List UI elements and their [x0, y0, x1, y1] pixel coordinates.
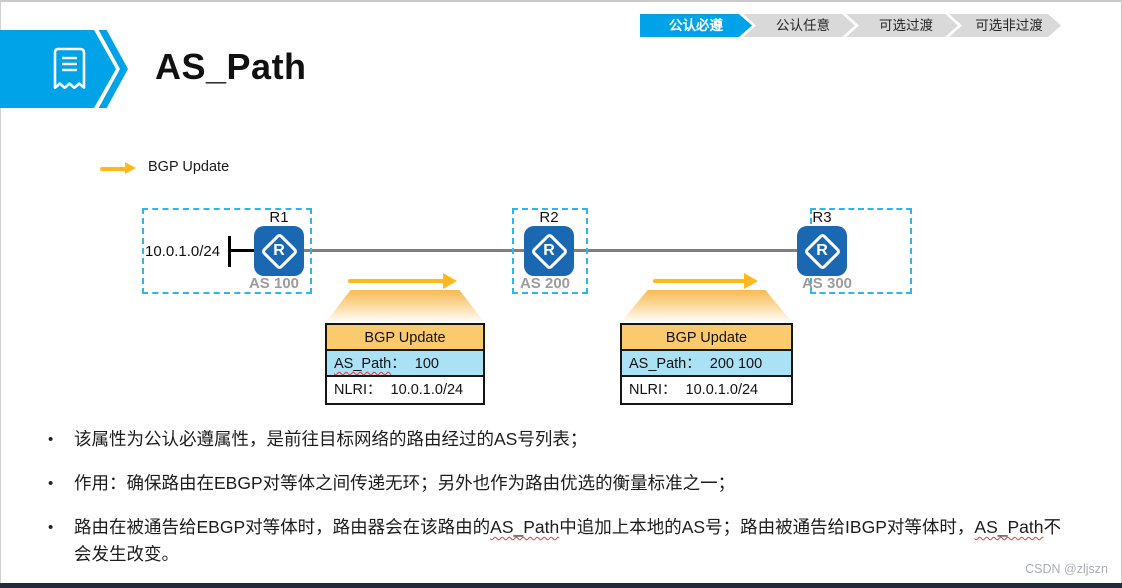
nlri-row: NLRI： 10.0.1.0/24	[622, 377, 791, 403]
legend-label: BGP Update	[148, 159, 230, 175]
attribute-tabs: 公认必遵 公认任意 可选过渡 可选非过渡	[640, 14, 1061, 37]
as-label-100: AS 100	[248, 275, 300, 292]
router-name-r2: R2	[539, 209, 559, 226]
as-path-row: AS_Path： 100	[327, 351, 483, 377]
bullet-item-3: • 路由在被通告给EBGP对等体时，路由器会在该路由的AS_Path中追加上本地…	[48, 514, 1064, 568]
router-name-r3: R3	[812, 209, 832, 226]
bullet-text-segment-aspath: AS_Path	[974, 517, 1044, 537]
separator: ：	[662, 382, 677, 398]
bgp-update-arrow-2	[653, 273, 758, 289]
as200-boundary-box	[512, 208, 588, 294]
document-ribbon-icon	[53, 47, 86, 90]
bgp-update-table-1: BGP Update AS_Path：100 NLRI：10.0.1.0/24	[325, 323, 485, 405]
router-name-r1: R1	[269, 209, 289, 226]
tab-label: 可选过渡	[879, 18, 933, 33]
tab-optional-nontransitive[interactable]: 可选非过渡	[949, 14, 1061, 37]
as100-boundary-box	[142, 208, 312, 294]
router-icon-r2: R	[524, 226, 574, 276]
tab-optional-transitive[interactable]: 可选过渡	[846, 14, 958, 37]
separator: ：	[686, 356, 701, 372]
tab-label: 公认必遵	[669, 18, 723, 33]
bullet-text-segment-aspath: AS_Path	[490, 517, 560, 537]
bullet-marker: •	[48, 519, 54, 536]
bullet-text-1: 该属性为公认必遵属性，是前往目标网络的路由经过的AS号列表；	[74, 429, 588, 449]
bullet-text-2: 作用：确保路由在EBGP对等体之间传递无环；另外也作为路由优选的衡量标准之一；	[74, 473, 736, 493]
network-prefix: 10.0.1.0/24	[145, 243, 221, 260]
separator: ：	[367, 382, 382, 398]
nlri-value: 10.0.1.0/24	[685, 382, 759, 398]
nlri-label: NLRI	[334, 382, 368, 398]
tab-well-known-mandatory[interactable]: 公认必遵	[640, 14, 752, 37]
router-letter: R	[273, 242, 285, 259]
bgp-update-table-title: BGP Update	[327, 325, 483, 351]
nlri-value: 10.0.1.0/24	[390, 382, 464, 398]
page-title: AS_Path	[155, 46, 307, 87]
router-letter: R	[816, 242, 828, 259]
title-banner	[0, 25, 140, 113]
network-stub-link	[230, 249, 256, 252]
tab-well-known-discretionary[interactable]: 公认任意	[743, 14, 855, 37]
bgp-update-table-2: BGP Update AS_Path：200 100 NLRI：10.0.1.0…	[620, 323, 793, 405]
bgp-update-arrow-1	[348, 273, 457, 289]
bullet-marker: •	[48, 431, 54, 448]
bullet-marker: •	[48, 475, 54, 492]
banner-arrow-shape	[0, 25, 128, 113]
as-label-300: AS 300	[801, 275, 853, 292]
callout-beam-1	[325, 290, 485, 323]
bullet-item-2: • 作用：确保路由在EBGP对等体之间传递无环；另外也作为路由优选的衡量标准之一…	[48, 470, 1064, 497]
tab-label: 公认任意	[776, 18, 830, 33]
as-path-value: 200 100	[709, 356, 763, 372]
notes-list: • 该属性为公认必遵属性，是前往目标网络的路由经过的AS号列表； • 作用：确保…	[48, 426, 1064, 585]
bullet-text-segment: 中追加上本地的AS号；路由被通告给IBGP对等	[559, 517, 922, 537]
as-label-200: AS 200	[519, 275, 571, 292]
bullet-text-segment: 体时，	[921, 517, 975, 537]
router-icon-r1: R	[254, 226, 304, 276]
as-path-row: AS_Path： 200 100	[622, 351, 791, 377]
tab-label: 可选非过渡	[975, 18, 1043, 33]
router-icon-r3: R	[797, 226, 847, 276]
nlri-label: NLRI	[629, 382, 663, 398]
bullet-item-1: • 该属性为公认必遵属性，是前往目标网络的路由经过的AS号列表；	[48, 426, 1064, 453]
callout-beam-2	[620, 290, 793, 323]
bullet-text-3: 路由在被通告给EBGP对等体时，路由器会在该路由的AS_Path中追加上本地的A…	[74, 514, 1064, 568]
bgp-update-table-title: BGP Update	[622, 325, 791, 351]
bullet-text-segment: 路由在被通告给EBGP对等体时，路由器会在该路由的	[74, 517, 491, 537]
watermark: CSDN @zljszn	[1025, 562, 1108, 576]
as-path-value: 100	[414, 356, 439, 372]
bottom-bar	[0, 583, 1122, 588]
network-stub-bar	[228, 236, 231, 267]
separator: ：	[391, 356, 406, 372]
as-path-label: AS_Path	[629, 356, 687, 372]
router-letter: R	[543, 242, 555, 259]
as-path-label: AS_Path	[334, 356, 392, 372]
bullet-text-segment: 不会发生改变。	[74, 517, 1061, 564]
nlri-row: NLRI： 10.0.1.0/24	[327, 377, 483, 403]
legend-arrow-icon	[100, 162, 136, 174]
